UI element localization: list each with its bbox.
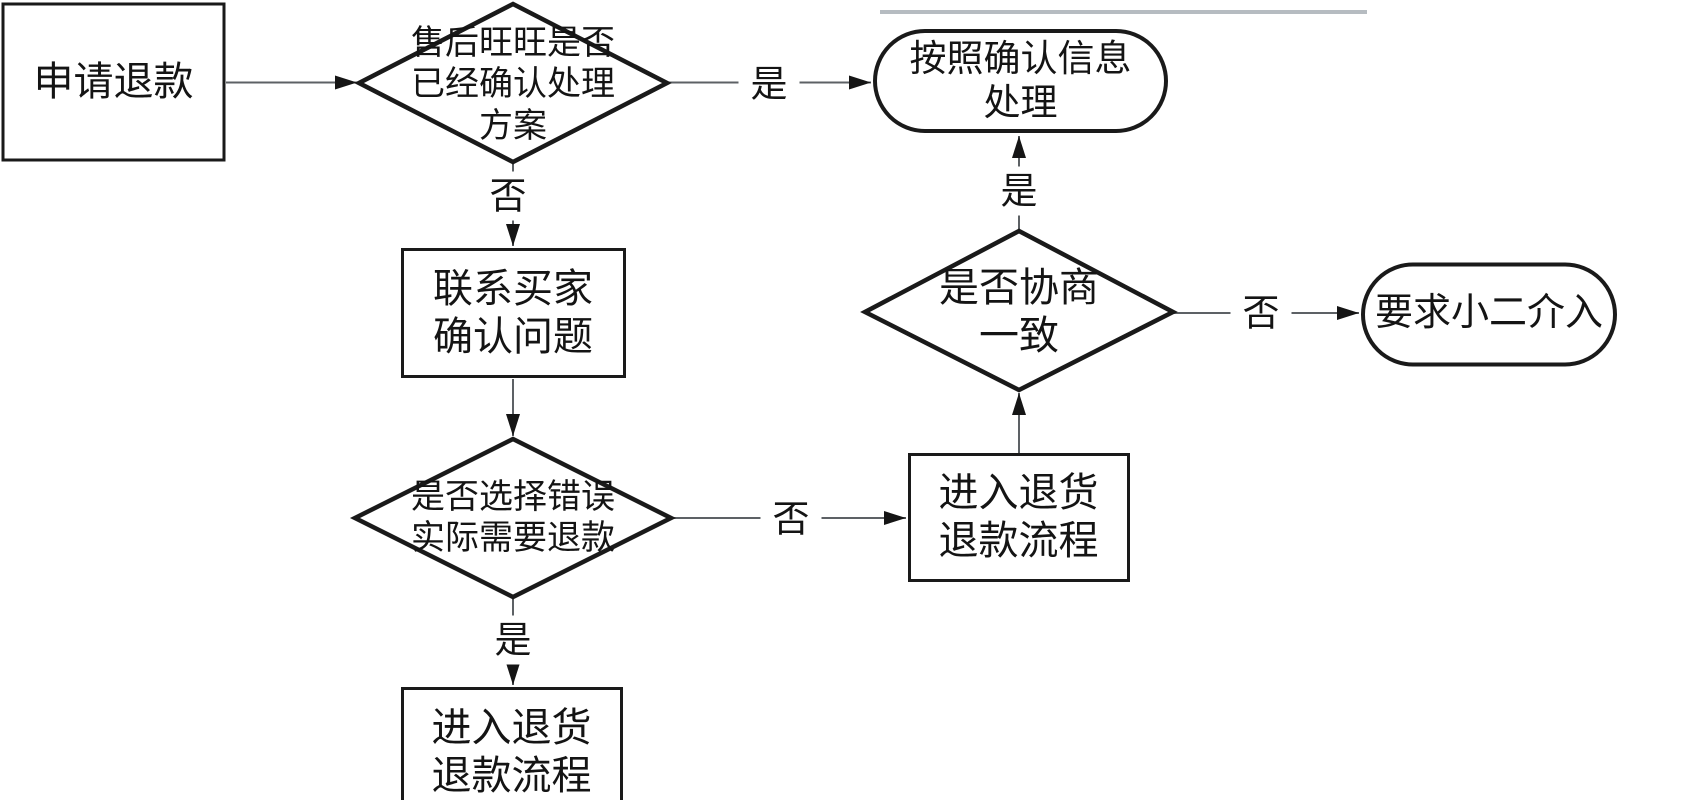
node-return-refund-bottom <box>401 687 623 800</box>
node-return-refund-right <box>908 453 1130 582</box>
node-contact-buyer <box>401 248 626 378</box>
node-decision-wrong-selection <box>349 436 677 600</box>
node-apply-refund <box>1 2 226 162</box>
node-request-xiaoer <box>1361 262 1617 367</box>
node-decision-aftersales-confirmed <box>354 1 672 165</box>
node-process-per-confirmed-info <box>873 29 1168 133</box>
node-decision-negotiation-agreed <box>860 228 1178 393</box>
